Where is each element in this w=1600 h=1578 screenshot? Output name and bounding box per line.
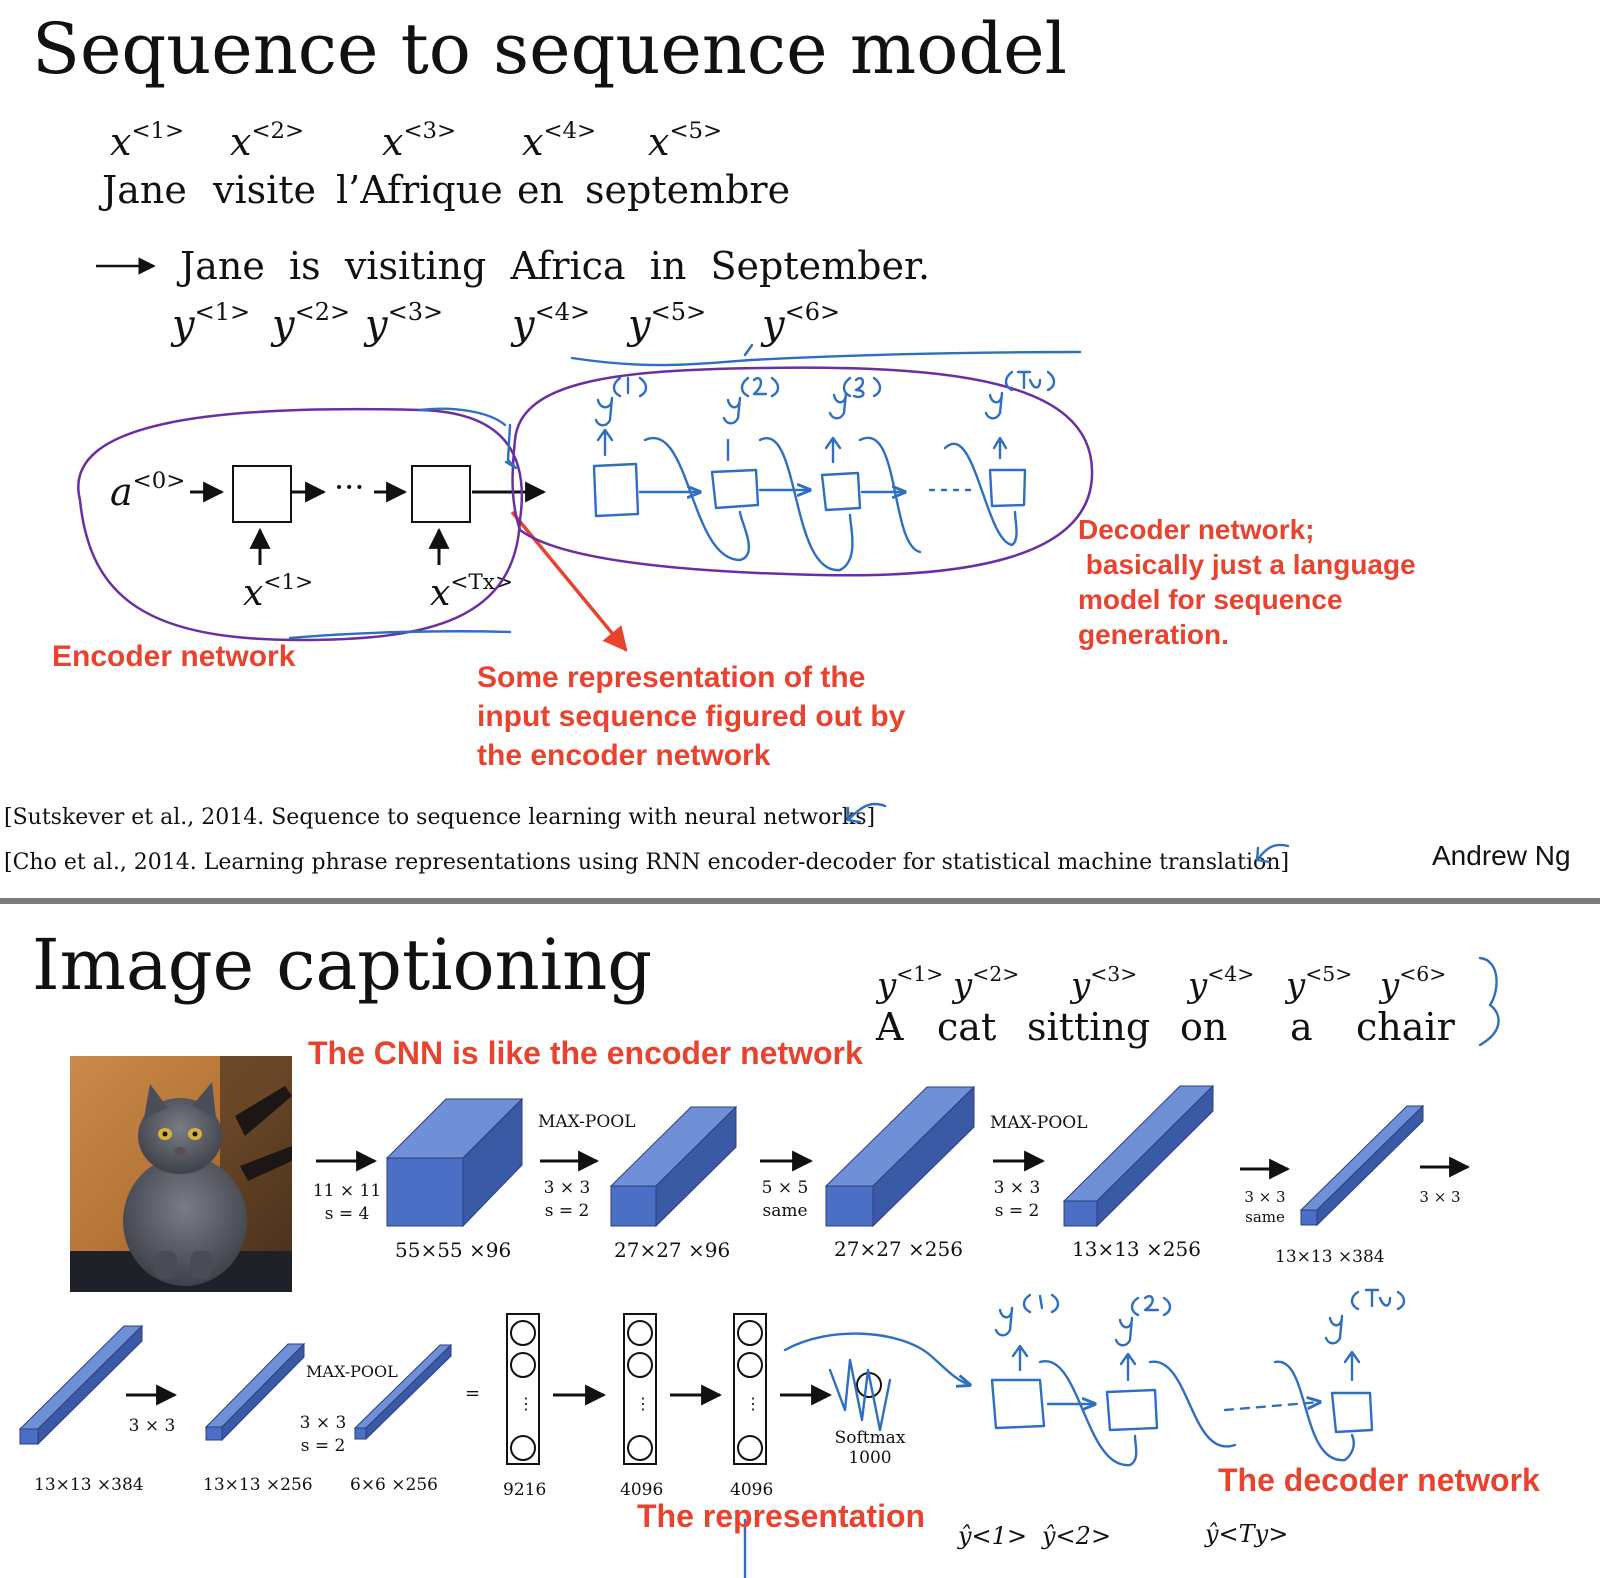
pool2-params: 3 × 3 s = 2 [982, 1177, 1052, 1223]
fc3-vdots: ⋮ [745, 1394, 761, 1413]
maxpool1-label: MAX-POOL [538, 1112, 636, 1132]
pool1-params: 3 × 3 s = 2 [532, 1177, 602, 1223]
pool2-dims: 13×13 ×256 [1072, 1237, 1201, 1261]
fc3-size: 4096 [730, 1480, 773, 1500]
pool3-dims: 6×6 ×256 [350, 1475, 438, 1495]
softmax-label: Softmax 1000 [830, 1428, 910, 1469]
conv4-dims: 13×13 ×384 [34, 1475, 144, 1495]
conv2-dims: 27×27 ×256 [834, 1237, 963, 1261]
yhat-Ty: ŷ<Ty> [1205, 1520, 1288, 1548]
yhat-2: ŷ<2> [1042, 1522, 1111, 1550]
conv-block-8 [355, 1345, 451, 1439]
decoder-network-label-2: The decoder network [1218, 1462, 1540, 1499]
maxpool2-label: MAX-POOL [990, 1113, 1088, 1133]
fc2-size: 4096 [620, 1480, 663, 1500]
yhat-1: ŷ<1> [958, 1522, 1027, 1550]
conv4-params: 3 × 3 [1405, 1187, 1475, 1207]
equals-sign: = [465, 1383, 480, 1404]
fc1-vdots: ⋮ [518, 1394, 534, 1413]
conv5-dims: 13×13 ×256 [203, 1475, 313, 1495]
conv-block-3 [826, 1087, 974, 1226]
pool3-params: 3 × 3 s = 2 [288, 1412, 358, 1458]
representation-label-2: The representation [637, 1498, 925, 1535]
conv3-dims: 13×13 ×384 [1275, 1247, 1385, 1267]
conv5-params: 3 × 3 [117, 1415, 187, 1438]
conv1-params: 11 × 11 s = 4 [312, 1180, 382, 1226]
conv1-dims: 55×55 ×96 [395, 1238, 511, 1262]
conv2-params: 5 × 5 same [750, 1177, 820, 1223]
conv3-params: 3 × 3 same [1230, 1187, 1300, 1228]
conv-block-4 [1064, 1086, 1213, 1226]
fc2-vdots: ⋮ [635, 1394, 651, 1413]
fc1-size: 9216 [503, 1480, 546, 1500]
maxpool3-label: MAX-POOL [306, 1362, 398, 1381]
conv-block-1 [387, 1099, 522, 1226]
pool1-dims: 27×27 ×96 [614, 1238, 730, 1262]
